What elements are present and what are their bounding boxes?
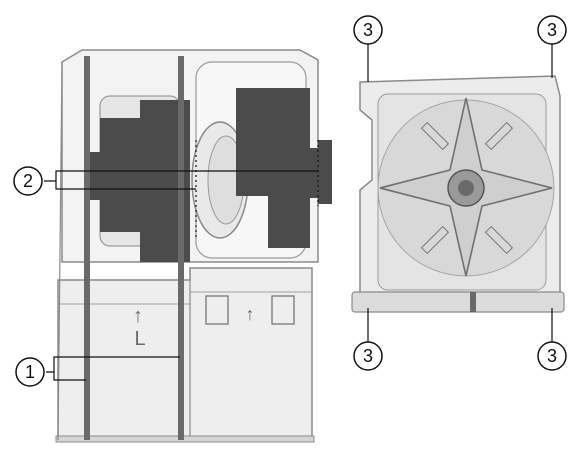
callout-3-top-left: 3 [353,15,383,45]
callout-3-bottom-right-label: 3 [547,346,557,366]
callout-3-top-right: 3 [537,15,567,45]
spider-slot-2 [484,121,514,151]
callout-3-bottom-left-label: 3 [363,346,373,366]
transport-brace-right [236,88,322,248]
transport-brace-left [84,100,190,262]
crate-arrow-right: ↑ [246,304,255,324]
rear-panel-unit [351,75,565,313]
crate-base-rail [55,435,315,443]
crate-handle-right [271,295,295,325]
callout-leaders [44,44,553,381]
callout-2-label: 2 [23,171,33,191]
spider-slot-4 [484,225,514,255]
crate-arrow-left: ↑ [133,305,143,327]
callout-2: 2 [13,166,43,196]
spider-slot-1 [420,121,450,151]
spider-slot-3 [420,225,450,255]
crate-letter-l: L [134,328,145,350]
callout-3-bottom-left: 3 [353,341,383,371]
crate-handle-left [205,295,229,325]
strap-middle [178,56,184,440]
callout-3-bottom-right: 3 [537,341,567,371]
callout-1: 1 [15,357,45,387]
callout-3-top-left-label: 3 [363,20,373,40]
transport-brace-right-tab [318,140,332,204]
callout-3-top-right-label: 3 [547,20,557,40]
callout-1-label: 1 [25,362,35,382]
strap-left [84,56,90,440]
housing-unit: ↑ L ↑ [55,49,332,443]
crate-box [57,267,313,441]
rear-panel-base [351,291,565,313]
